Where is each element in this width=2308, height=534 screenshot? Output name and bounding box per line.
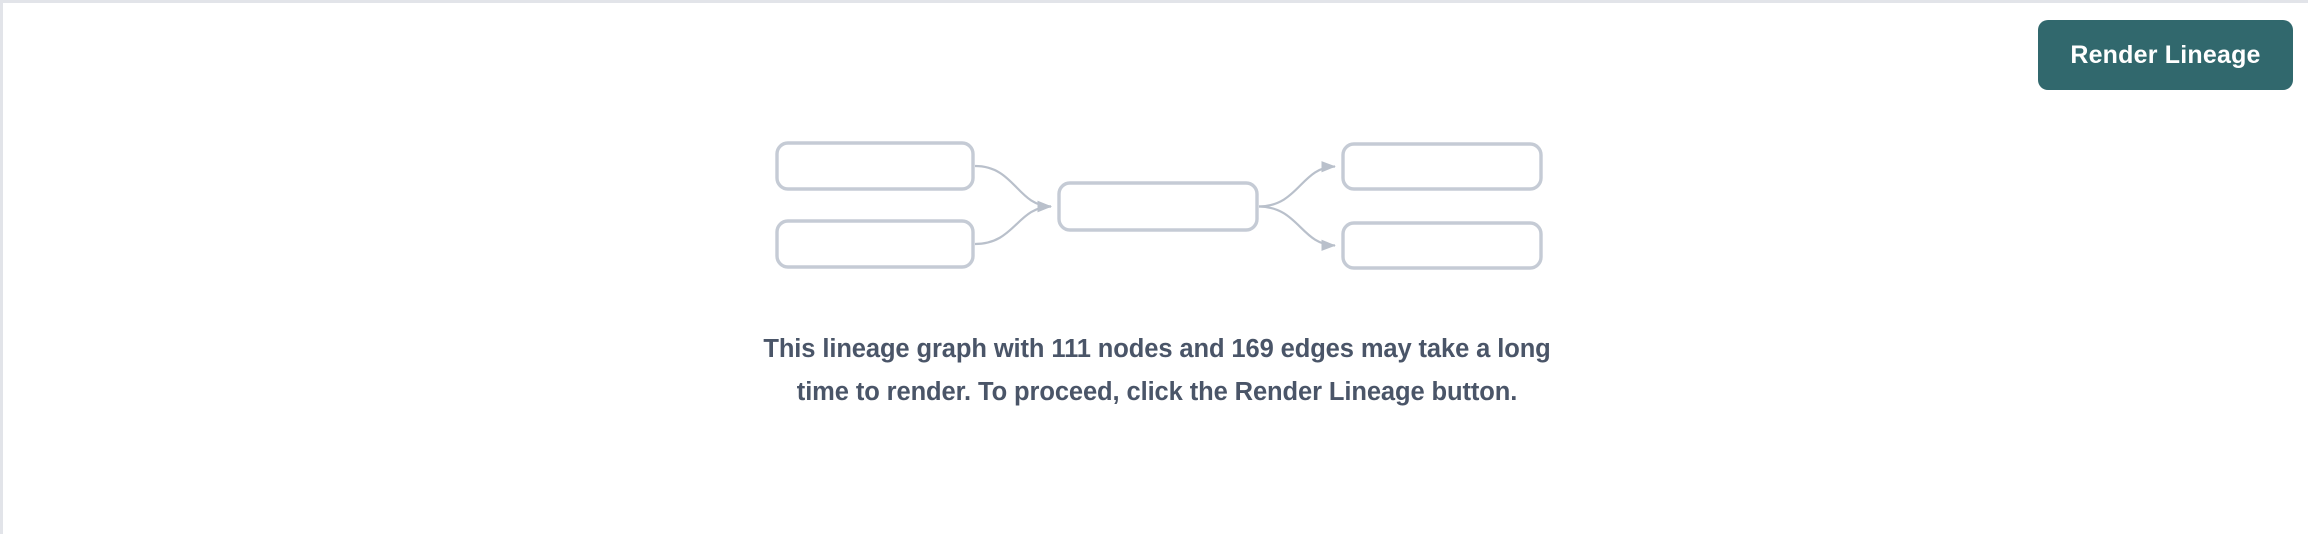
lineage-node-middle-1: [1057, 181, 1259, 232]
lineage-node-target-1: [1341, 142, 1543, 191]
lineage-toolbar: Render Lineage: [3, 3, 2308, 111]
lineage-edge: [974, 164, 1052, 213]
lineage-node-source-2: [775, 219, 975, 269]
lineage-edge: [1258, 205, 1336, 252]
lineage-placeholder-message: This lineage graph with 111 nodes and 16…: [763, 335, 1551, 406]
lineage-edge: [974, 200, 1052, 246]
lineage-node-source-1: [775, 141, 975, 191]
lineage-empty-state: This lineage graph with 111 nodes and 16…: [3, 3, 2308, 534]
lineage-edge: [1258, 160, 1336, 208]
lineage-node-group: [775, 141, 1543, 270]
lineage-graph-placeholder-icon: [763, 123, 1563, 288]
render-lineage-button[interactable]: Render Lineage: [2038, 20, 2293, 90]
lineage-edge-group: [974, 160, 1336, 252]
lineage-node-target-2: [1341, 221, 1543, 270]
